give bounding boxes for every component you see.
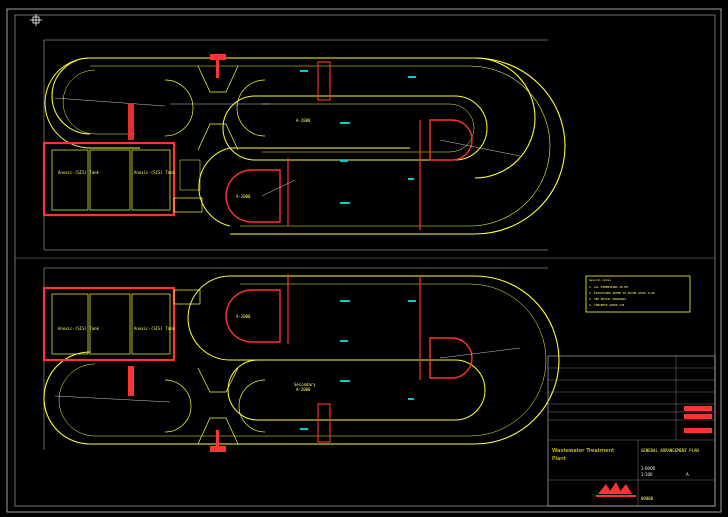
upper-inner-channel xyxy=(222,95,488,161)
upper-flow-arrows xyxy=(300,70,416,204)
lower-oxidation-ditch-outer xyxy=(43,275,560,445)
upper-pump-box xyxy=(173,197,203,213)
revision-mark-2 xyxy=(684,414,712,419)
lower-tank-label-2: Anoxic-(SIS) Tank xyxy=(134,326,176,331)
cursor-crosshair-icon xyxy=(30,14,42,26)
upper-tank-3 xyxy=(131,149,171,211)
lower-tank-2 xyxy=(89,293,131,355)
lower-leader-line xyxy=(439,347,521,359)
lower-clarifier-right xyxy=(429,337,473,379)
upper-tank-2 xyxy=(89,149,131,211)
notes-line-2: 2. ELEVATIONS REFER TO DATUM LEVEL 0.00 xyxy=(589,291,655,295)
lower-mixer-arc-right xyxy=(238,379,266,433)
drawing-name: GENERAL ARRANGEMENT PLAN xyxy=(641,448,699,453)
lower-gate-bottom xyxy=(210,446,226,452)
upper-anoxic-block xyxy=(42,141,176,217)
lower-divider-wall xyxy=(128,366,134,396)
lower-aeration-label: Secondary xyxy=(294,382,316,387)
upper-mixer-arc-right xyxy=(236,79,266,137)
upper-clarifier-label: A-2000 xyxy=(236,194,251,199)
revision-mark xyxy=(684,406,712,411)
upper-divider-wall xyxy=(128,104,134,140)
lower-tank-3 xyxy=(131,293,171,355)
upper-weir-box xyxy=(317,61,331,101)
lower-outer-loop-inner xyxy=(58,283,547,437)
lower-second-channel xyxy=(187,275,420,361)
lower-inner-channel xyxy=(227,359,486,421)
upper-outer-loop xyxy=(230,57,566,235)
upper-inner-channel-wall xyxy=(262,103,475,153)
lower-gate-stem xyxy=(216,430,219,446)
notes-line-4: 4. CONCRETE GRADE C30 xyxy=(589,303,625,307)
drawing-revision: A xyxy=(686,472,689,477)
sheet-outer-border xyxy=(6,8,722,513)
upper-mixer-arc-left xyxy=(164,79,194,137)
drawing-sheet: 1-0000 xyxy=(641,466,656,471)
upper-tank-1 xyxy=(51,149,89,211)
notes-line-1: 1. ALL DIMENSIONS IN MM xyxy=(589,285,628,289)
notes-frame xyxy=(585,275,691,313)
upper-chamber xyxy=(179,159,201,191)
upper-inner-loop xyxy=(240,65,551,227)
lower-weir-box xyxy=(317,403,331,443)
lower-plant: Anoxic-(SIS) Tank Anoxic-(SIS) Tank Seco… xyxy=(42,267,560,452)
sheet-inner-border xyxy=(14,14,716,507)
title-block: Wastewater Treatment Plant GENERAL ARRAN… xyxy=(547,355,716,507)
upper-clarifier-right xyxy=(429,119,473,161)
upper-plant: Anoxic-(SIS) Tank Anoxic-(SIS) Tank A-20… xyxy=(42,39,566,251)
title-block-frame xyxy=(547,355,716,507)
project-title: Wastewater Treatment xyxy=(552,448,615,454)
upper-tank-label-1: Anoxic-(SIS) Tank xyxy=(58,170,100,175)
revision-mark-3 xyxy=(684,428,712,433)
drawing-scale: 1:100 xyxy=(641,472,653,477)
upper-inlet-line xyxy=(54,97,166,107)
project-title-line2: Plant xyxy=(552,456,567,462)
upper-leader-line xyxy=(439,139,521,157)
upper-oxidation-ditch-outer xyxy=(51,57,536,179)
upper-second-channel xyxy=(198,147,410,227)
lower-mixer-arc-left xyxy=(164,379,192,433)
upper-mixer-baffle xyxy=(197,65,239,151)
lower-aeration-sub: A-2000 xyxy=(296,387,311,392)
company-logo-icon xyxy=(596,482,636,497)
notes-title: General notes xyxy=(589,278,611,282)
general-notes-box: General notes 1. ALL DIMENSIONS IN MM 2.… xyxy=(585,275,691,313)
upper-leader-line-2 xyxy=(261,179,296,197)
upper-clarifier-left xyxy=(225,169,281,223)
lower-pump-box xyxy=(173,289,201,305)
lower-mixer-baffle xyxy=(197,367,239,445)
lower-clarifier-left xyxy=(225,289,281,343)
lower-flow-arrows xyxy=(300,300,416,430)
lower-tank-1 xyxy=(51,293,89,355)
upper-gate-top xyxy=(210,54,226,60)
upper-gate-stem xyxy=(216,60,219,78)
upper-aeration-label: A-2000 xyxy=(296,118,311,123)
upper-left-bend xyxy=(44,57,140,149)
lower-anoxic-block xyxy=(42,286,176,362)
lower-tank-label-1: Anoxic-(SIS) Tank xyxy=(58,326,100,331)
drawing-number: 00000 xyxy=(641,496,654,501)
lower-clarifier-label: A-2000 xyxy=(236,314,251,319)
lower-inlet-line xyxy=(54,395,171,403)
upper-tank-label-2: Anoxic-(SIS) Tank xyxy=(134,170,176,175)
upper-left-bend-inner xyxy=(62,69,135,135)
notes-line-3: 3. SEE DETAIL DRAWINGS xyxy=(589,297,626,301)
